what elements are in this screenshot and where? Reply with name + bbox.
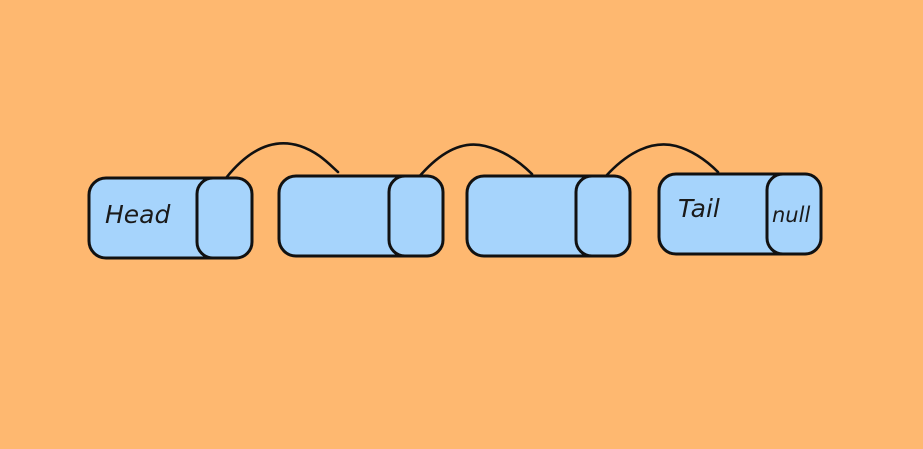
list-node-head: Head — [87, 176, 254, 260]
link-node2-node3 — [416, 143, 534, 180]
node-label-head: Head — [105, 200, 170, 229]
null-pointer-label: null — [772, 203, 810, 227]
node-pointer-field — [765, 172, 823, 256]
list-node-3 — [465, 174, 632, 258]
list-node-tail: Tail null — [657, 172, 823, 256]
node-pointer-field — [574, 174, 632, 258]
link-node3-node4 — [604, 143, 720, 178]
link-node1-node2 — [224, 142, 340, 180]
list-node-2 — [277, 174, 445, 258]
node-pointer-field — [387, 174, 445, 258]
node-pointer-field — [195, 176, 254, 260]
node-label-tail: Tail — [678, 194, 720, 223]
